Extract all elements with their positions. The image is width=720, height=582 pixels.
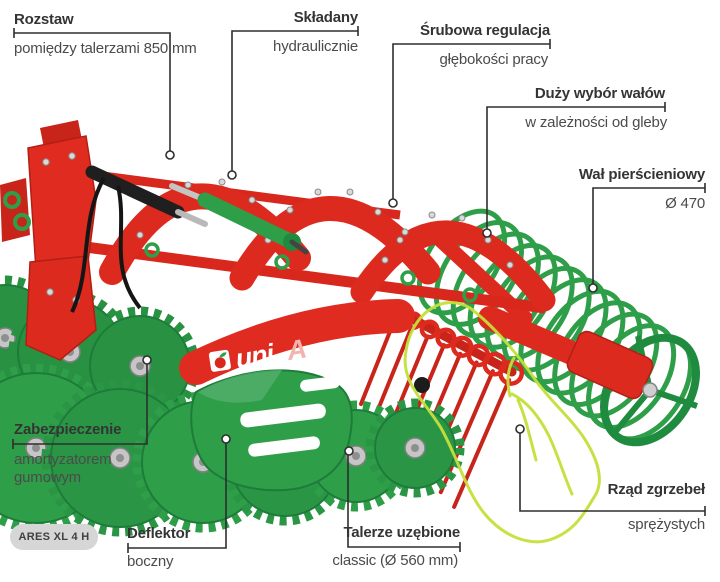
callout-line-srubowa: [392, 39, 551, 199]
freehand-highlight: [403, 301, 601, 544]
callout-markers: [142, 150, 598, 456]
callout-line-skladany: [231, 26, 359, 171]
callout-line-rzad: [519, 433, 706, 516]
callout-line-talerze: [347, 455, 461, 552]
callout-line-deflektor: [127, 443, 227, 553]
callout-line-wal: [592, 183, 706, 284]
side-deflector-plate: [190, 369, 353, 492]
callout-line-duzy-wybor: [486, 102, 666, 229]
callout-lines: [12, 26, 706, 553]
callout-line-rozstaw: [13, 28, 171, 151]
callout-line-zabezpieczenie: [12, 364, 148, 449]
star-knob: [414, 377, 430, 393]
spring-coils: [144, 242, 478, 303]
hydraulic-cylinder-green: [169, 183, 309, 255]
hydraulic-cylinder-black: [70, 165, 208, 313]
brand-word: uni: [234, 338, 277, 374]
headstock: [0, 120, 97, 361]
brand-beam: uni A: [179, 299, 415, 385]
ring-roller: [416, 208, 700, 447]
model-badge: ARES XL 4 H: [10, 524, 98, 550]
brand-letter: A: [284, 333, 309, 366]
